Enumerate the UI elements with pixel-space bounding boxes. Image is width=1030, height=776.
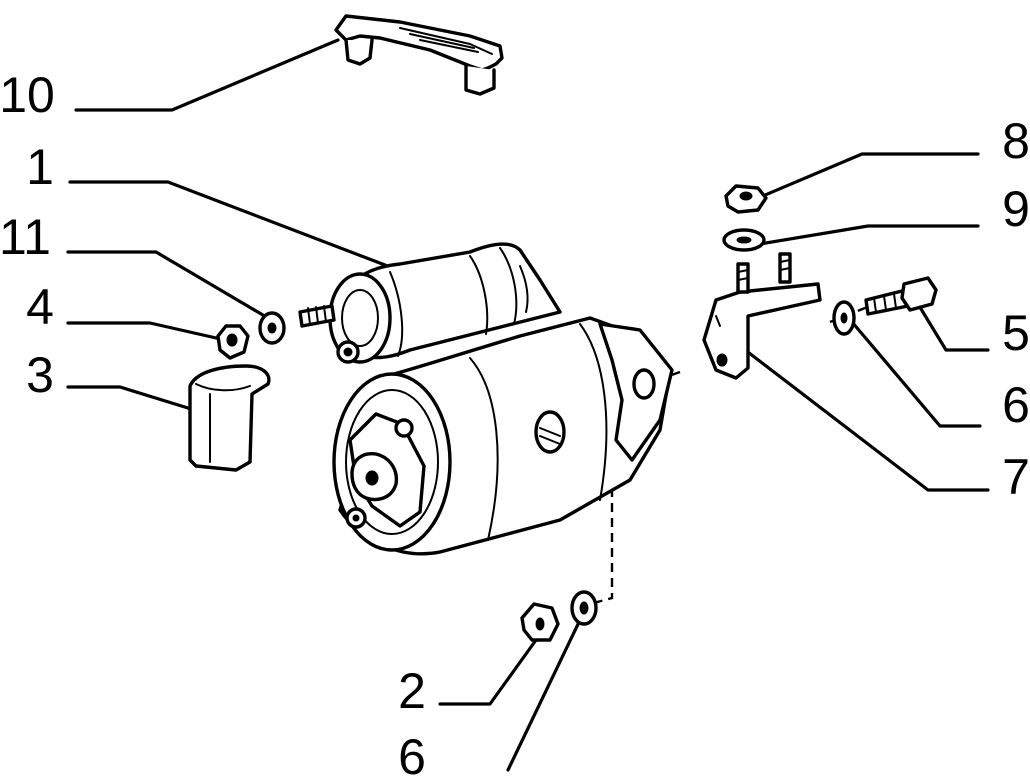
callout-5: 5: [1002, 305, 1030, 361]
washer-icon: [570, 590, 598, 626]
callout-7: 7: [1002, 449, 1030, 505]
starter-motor-icon: [298, 242, 674, 556]
leader-2: [438, 638, 538, 706]
nut-icon: [216, 324, 250, 360]
leader-5: [916, 302, 990, 352]
callout-2: 2: [398, 663, 426, 719]
washer-icon: [832, 300, 856, 336]
callout-4: 4: [26, 279, 54, 335]
callout-9: 9: [1002, 181, 1030, 237]
leader-9: [758, 224, 980, 246]
callout-3: 3: [26, 347, 54, 403]
leader-11: [66, 250, 270, 320]
nut-icon: [724, 184, 768, 214]
callout-8: 8: [1002, 113, 1030, 169]
leader-1: [68, 180, 400, 272]
callout-labels: 10 1 11 4 3 8 9 5 6 7 2 6: [0, 67, 1030, 776]
leader-8: [756, 152, 980, 200]
leader-6a: [850, 320, 982, 428]
callout-11: 11: [0, 209, 51, 265]
leader-3: [66, 385, 190, 410]
washer-icon: [722, 228, 766, 252]
callout-6-right: 6: [1002, 377, 1030, 433]
support-bracket-icon: [702, 252, 822, 380]
cover-bracket-icon: [334, 14, 504, 96]
leader-7: [738, 344, 990, 492]
callout-6-bottom: 6: [398, 729, 426, 776]
bolt-icon: [864, 276, 938, 316]
callout-10: 10: [0, 67, 55, 123]
leader-6b: [506, 618, 582, 772]
leader-4: [66, 321, 227, 342]
nut-icon: [520, 602, 560, 642]
leader-10: [74, 38, 340, 112]
callout-1: 1: [26, 139, 54, 195]
washer-icon: [258, 311, 286, 345]
terminal-boot-icon: [188, 364, 271, 472]
